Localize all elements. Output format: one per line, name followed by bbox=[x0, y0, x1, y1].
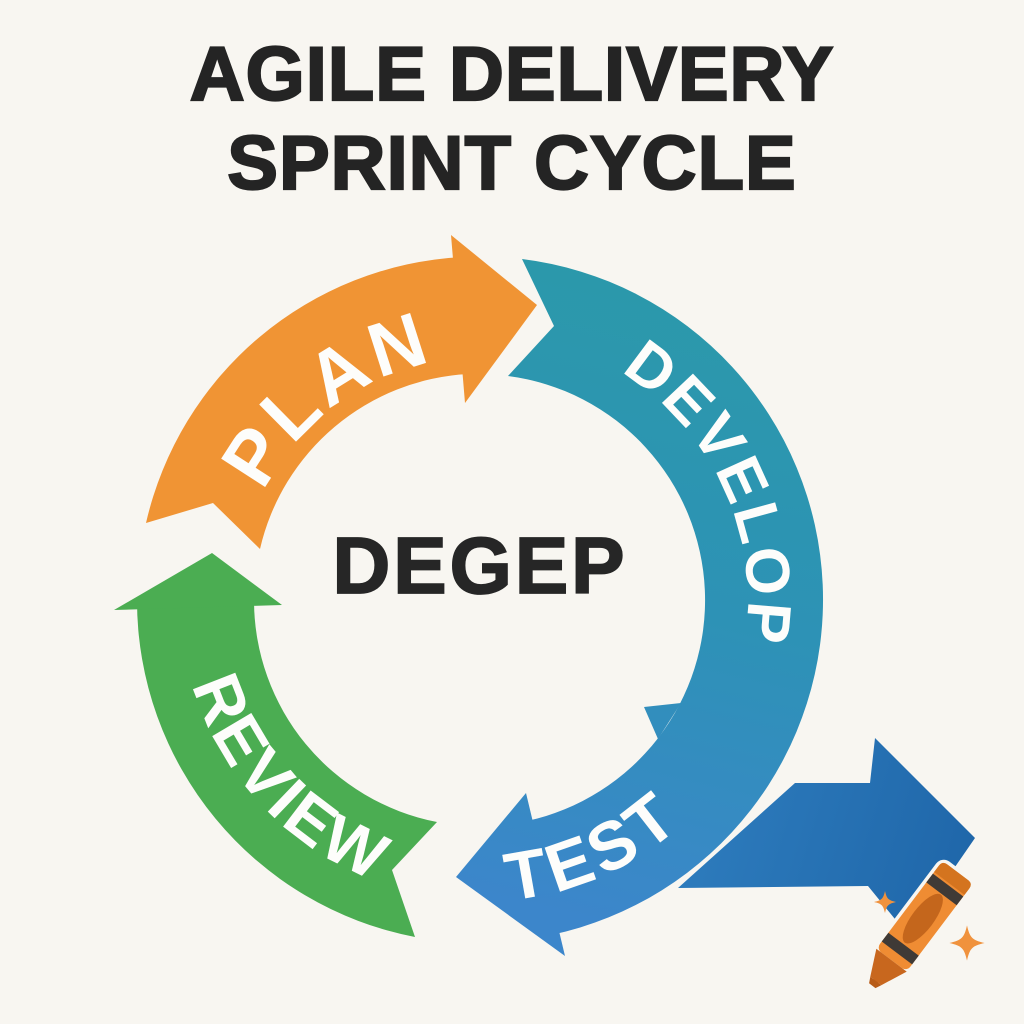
plan-arc bbox=[146, 257, 468, 549]
review-arc bbox=[136, 600, 437, 937]
sparkle-icon-large bbox=[949, 925, 985, 961]
plan-arrowhead-icon bbox=[451, 235, 537, 403]
center-label: DEGEP bbox=[332, 520, 628, 611]
develop-test-joint-notch-icon bbox=[644, 703, 681, 739]
title-line-2: SPRINT CYCLE bbox=[226, 120, 797, 207]
title-line-1: AGILE DELIVERY bbox=[189, 31, 835, 118]
page-title: AGILE DELIVERY SPRINT CYCLE bbox=[0, 30, 1024, 208]
exit-arrow bbox=[678, 738, 975, 935]
test-arrowhead-icon bbox=[456, 793, 565, 956]
develop-test-arc bbox=[508, 259, 824, 935]
crayon-icon bbox=[865, 859, 974, 992]
sparkle-icon-small bbox=[874, 891, 896, 913]
review-arrowhead-icon bbox=[114, 553, 282, 610]
